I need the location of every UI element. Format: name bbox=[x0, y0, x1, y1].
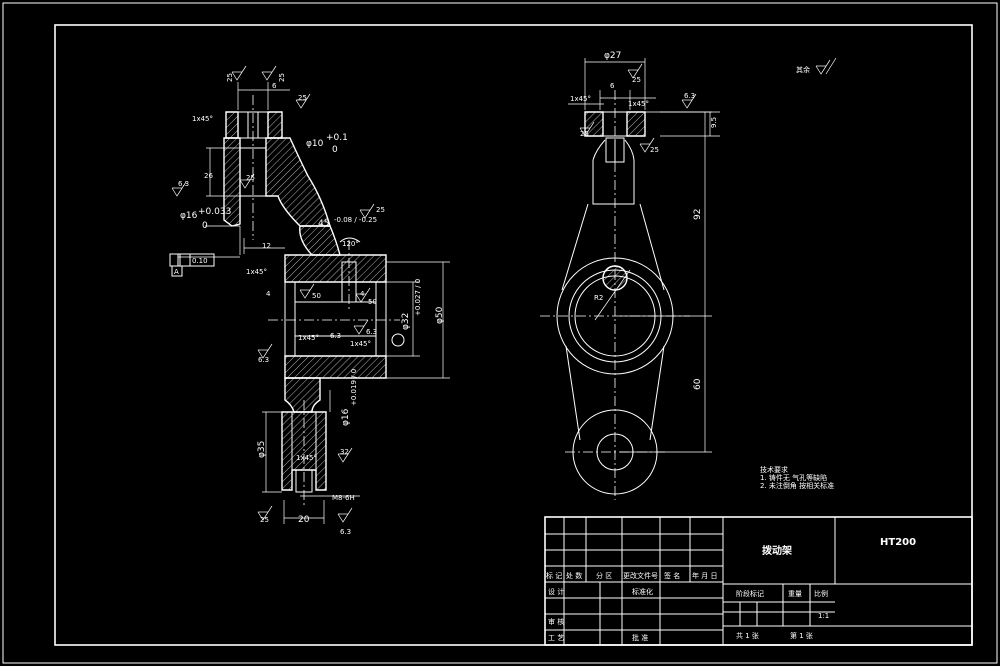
chamfer-left: 1x45° bbox=[570, 95, 591, 103]
standardize-label: 标准化 bbox=[632, 587, 653, 596]
tol-45: -0.08 / -0.25 bbox=[334, 216, 377, 224]
chamfer-mid: 1x45° bbox=[246, 268, 267, 276]
ra-mid: 25 bbox=[246, 174, 255, 182]
hdr-1: 处 数 bbox=[566, 571, 582, 580]
stage-mark-label: 阶段标记 bbox=[736, 589, 764, 598]
phi16b-tol: +0.019 / 0 bbox=[350, 369, 358, 406]
phi32: φ32 bbox=[401, 313, 411, 330]
hdr-4: 签 名 bbox=[664, 571, 680, 580]
chamfer-lower: 1x45° bbox=[296, 454, 317, 462]
hdr-2: 分 区 bbox=[596, 571, 612, 580]
dim-60: 60 bbox=[693, 378, 703, 390]
review-label: 审 核 bbox=[548, 617, 564, 626]
dim-12: 12 bbox=[262, 242, 271, 250]
r2: R2 bbox=[594, 294, 603, 302]
ra-32: 32 bbox=[340, 448, 349, 456]
ra-top-right: 25 bbox=[278, 73, 286, 82]
dim-95: 9.5 bbox=[710, 117, 718, 128]
chamfer-right: 1x45° bbox=[628, 100, 649, 108]
phi16b: φ16 bbox=[341, 408, 351, 426]
dim-4b: 4 bbox=[360, 290, 365, 298]
side-view bbox=[540, 58, 720, 500]
sheet-total: 共 1 张 bbox=[736, 631, 759, 640]
phi10: φ10 bbox=[306, 139, 324, 149]
phi32-tol: +0.027 / 0 bbox=[414, 279, 422, 316]
ra-left: 6.3 bbox=[178, 180, 189, 188]
dim-45: 45 bbox=[318, 219, 329, 229]
front-view bbox=[169, 65, 450, 524]
ra-bottom-right: 6.3 bbox=[340, 528, 351, 536]
ra-63b: 6.3 bbox=[366, 328, 377, 336]
ra-right: 6.3 bbox=[684, 92, 695, 100]
tech-req-title: 技术要求 bbox=[760, 465, 788, 474]
ra-right-mid: 25 bbox=[376, 206, 385, 214]
ra-top: 25 bbox=[632, 76, 641, 84]
dim-6-side: 6 bbox=[610, 82, 615, 90]
phi10-tol-upper: +0.1 bbox=[326, 133, 348, 143]
ra-right-top: 25 bbox=[298, 94, 307, 102]
dim-6: 6 bbox=[272, 82, 277, 90]
title-block bbox=[544, 516, 973, 646]
inner-border bbox=[54, 24, 973, 646]
phi10-tol-lower: 0 bbox=[332, 145, 338, 155]
sheet-num: 第 1 张 bbox=[790, 631, 813, 640]
thread: M8-6H bbox=[332, 494, 355, 502]
ra-left-slot: 25 bbox=[580, 130, 589, 138]
phi16-tol-upper: +0.033 bbox=[198, 207, 231, 217]
ra-top-left: 25 bbox=[226, 73, 234, 82]
dim-92: 92 bbox=[693, 209, 703, 220]
phi35: φ35 bbox=[257, 441, 267, 458]
angle-120: 120° bbox=[342, 240, 359, 248]
process-label: 工 艺 bbox=[548, 634, 564, 642]
datum-a: A bbox=[174, 268, 179, 276]
hdr-5: 年 月 日 bbox=[692, 571, 717, 580]
ra-right-slot: 25 bbox=[650, 146, 659, 154]
hdr-0: 标 记 bbox=[546, 571, 562, 580]
ra-side: 6.3 bbox=[258, 356, 269, 364]
ra-63: 6.3 bbox=[330, 332, 341, 340]
dim-26: 26 bbox=[204, 172, 213, 180]
chamfer-bottom-left: 1x45° bbox=[298, 334, 319, 342]
approve-label: 批 准 bbox=[632, 633, 648, 642]
scale-value: 1:1 bbox=[818, 612, 829, 620]
scale-label: 比例 bbox=[814, 589, 828, 598]
weight-label: 重量 bbox=[788, 590, 802, 598]
surface-finish-note bbox=[815, 57, 837, 75]
phi27: φ27 bbox=[604, 51, 621, 61]
design-label: 设 计 bbox=[548, 587, 564, 596]
tech-req-line2: 2. 未注倒角 按相关标准 bbox=[760, 481, 834, 490]
dim-20: 20 bbox=[298, 515, 310, 525]
dim-4a: 4 bbox=[266, 290, 271, 298]
material: HT200 bbox=[880, 537, 916, 548]
hdr-3: 更改文件号 bbox=[623, 571, 658, 580]
surface-finish-label: 其余 bbox=[796, 65, 810, 74]
ra-inner-b: 50 bbox=[368, 298, 377, 306]
part-name: 拨动架 bbox=[762, 544, 792, 557]
tech-req-line1: 1. 铸件无 气孔等缺陷 bbox=[760, 473, 827, 482]
ra-bottom: 25 bbox=[260, 516, 269, 524]
phi50: φ50 bbox=[435, 306, 445, 324]
ra-inner-a: 50 bbox=[312, 292, 321, 300]
phi16-tol-lower: 0 bbox=[202, 221, 208, 231]
chamfer-top: 1x45° bbox=[192, 115, 213, 123]
phi16: φ16 bbox=[180, 211, 198, 221]
chamfer-bottom-right: 1x45° bbox=[350, 340, 371, 348]
tolerance-frame: 0.10 bbox=[192, 257, 208, 265]
